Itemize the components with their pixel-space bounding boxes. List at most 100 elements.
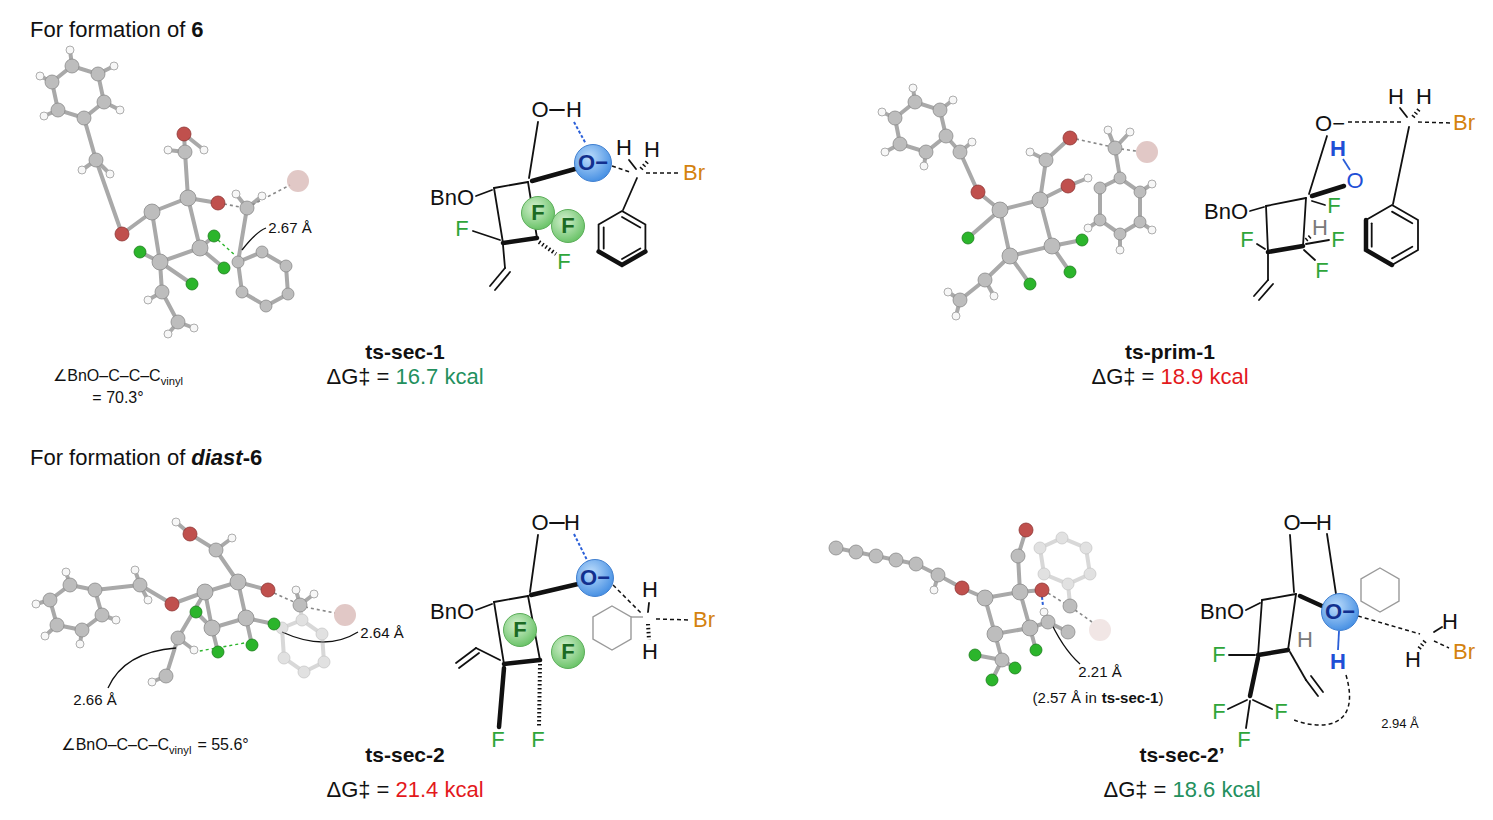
atom-ball (908, 95, 922, 109)
atom-ball (88, 583, 102, 597)
bond-line (631, 616, 643, 617)
atom-label: H (642, 639, 658, 664)
bond-line (490, 268, 505, 286)
ts-name-group: ts-sec-1 (365, 340, 444, 363)
atom-ball (144, 596, 152, 604)
ring-outline (1366, 205, 1418, 265)
atom-ball (1134, 186, 1146, 198)
atom-ball (1148, 180, 1156, 188)
atom-label: BnO (1200, 599, 1244, 624)
atom-ball (292, 586, 300, 594)
bond-line (1258, 650, 1288, 655)
ball-stick-model (829, 523, 1111, 686)
atom-ball (177, 127, 191, 141)
atom-label-group: F (1240, 228, 1253, 252)
atom-label-group: F (1315, 259, 1328, 283)
atom-label: H (1330, 136, 1346, 161)
bond-line (224, 204, 240, 207)
bond-line (494, 182, 528, 188)
atom-ball (171, 631, 185, 645)
bond-line (476, 604, 492, 610)
atom-ball (296, 614, 308, 626)
atom-ball (310, 590, 318, 598)
distance-label-group: 2.94 Å (1381, 717, 1419, 731)
atom-ball (1011, 549, 1025, 563)
atom-label: Br (693, 607, 715, 632)
atom-label-group: O (531, 511, 548, 535)
energy-label: 18.9 kcal (1160, 364, 1248, 389)
bond-line (96, 160, 122, 234)
atom-ball (106, 170, 114, 178)
atom-label: F (531, 202, 544, 224)
atom-ball (65, 59, 79, 73)
atom-ball (995, 653, 1009, 667)
atom-ball (287, 170, 309, 192)
atom-ball (930, 586, 938, 594)
atom-label-group: BnO (430, 600, 474, 624)
atom-ball (1136, 141, 1158, 163)
atom-ball (869, 549, 883, 563)
bond-line (108, 648, 176, 688)
atom-ball (939, 129, 953, 143)
atom-ball (171, 315, 185, 329)
atom-ball (1044, 238, 1060, 254)
atom-ball (316, 628, 328, 640)
dihedral-label: vinyl (169, 744, 191, 756)
bond-line (1121, 149, 1136, 151)
atom-ball (1026, 148, 1034, 156)
ring-outline (152, 198, 200, 262)
ring-outline (1361, 568, 1399, 612)
ball-stick-model (36, 46, 309, 338)
atom-label-group: Br (1453, 111, 1475, 135)
bond-line (1348, 121, 1402, 123)
atom-ball (849, 545, 863, 559)
atom-ball (66, 46, 74, 54)
bond-line (1301, 522, 1316, 524)
atom-ball (134, 246, 146, 258)
circle-fill (504, 614, 537, 647)
atom-ball (919, 145, 933, 159)
atom-ball (172, 518, 180, 526)
atom-label: O (1283, 510, 1300, 535)
bond-line (623, 178, 637, 210)
atom-ball (1080, 542, 1092, 554)
atom-label-group: O (1346, 169, 1363, 193)
highlight-circle-green: F (551, 635, 585, 669)
atom-ball (953, 293, 967, 307)
atom-ball (75, 623, 89, 637)
bond-line (530, 535, 538, 592)
distance-label-group: 2.66 Å (73, 692, 116, 709)
bond-line (1392, 247, 1412, 259)
atom-ball (144, 204, 160, 220)
atom-ball (953, 145, 967, 159)
atom-label: Br (683, 160, 705, 185)
highlight-circle-green: F (521, 196, 555, 230)
bond-line (495, 272, 510, 290)
energy-label-group: ΔG‡ =18.9 kcal (1091, 365, 1248, 389)
atom-ball (282, 288, 294, 300)
distance-label-group: 2.21 Å (1078, 664, 1121, 681)
section-heading: diast (191, 445, 242, 470)
atom-ball (40, 112, 48, 120)
bond-line (574, 534, 588, 562)
ring-outline (599, 211, 646, 265)
atom-label: F (1237, 727, 1250, 752)
distance-label: 2.94 Å (1381, 716, 1419, 731)
atom-label: Br (1453, 110, 1475, 135)
atom-label-group: Br (683, 161, 705, 185)
atom-label-group: H (1312, 216, 1328, 240)
bond-line (1327, 534, 1336, 594)
bond-line (476, 648, 500, 660)
bond-line (646, 172, 680, 174)
bond-line (550, 522, 564, 524)
atom-label-group: O− (1315, 112, 1345, 136)
atom-ball (89, 153, 103, 167)
atom-ball (909, 84, 917, 92)
atom-label: O (531, 97, 548, 122)
atom-ball (278, 652, 290, 664)
atom-label: O (1346, 168, 1363, 193)
atom-ball (95, 608, 109, 622)
bond-line (1262, 594, 1296, 600)
atom-ball (115, 227, 129, 241)
atom-label-group: H (1330, 137, 1346, 161)
